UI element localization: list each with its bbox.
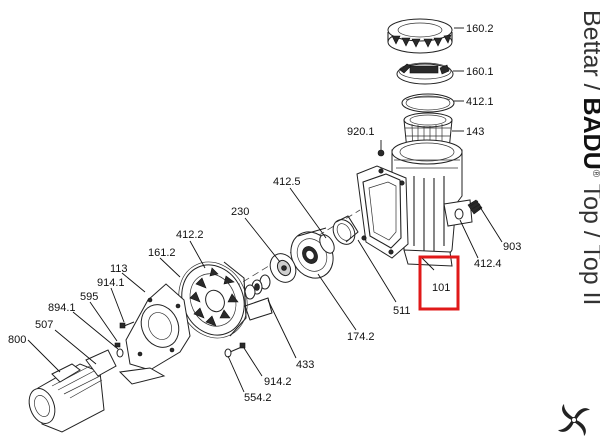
part-914-1-screw bbox=[119, 321, 135, 329]
label-161-2: 161.2 bbox=[148, 247, 176, 259]
part-800-motor bbox=[28, 349, 117, 433]
part-113-motor-bracket bbox=[118, 283, 191, 385]
part-412-5-o-ring bbox=[319, 234, 335, 254]
label-903: 903 bbox=[503, 241, 521, 253]
label-412-5: 412.5 bbox=[273, 176, 301, 188]
part-230-impeller bbox=[269, 253, 297, 283]
part-511-wear-ring bbox=[332, 215, 359, 245]
label-160-2: 160.2 bbox=[466, 23, 494, 35]
assembly-axis bbox=[139, 209, 361, 346]
brand-swirl-logo bbox=[558, 404, 590, 436]
label-113: 113 bbox=[110, 263, 128, 275]
part-labels: 160.2 160.1 412.1 143 920.1 412.5 230 41… bbox=[8, 23, 521, 404]
part-160-2-lid-ring bbox=[387, 18, 453, 54]
part-894-1-pad bbox=[114, 342, 121, 348]
label-914-2: 914.2 bbox=[264, 376, 292, 388]
label-595: 595 bbox=[80, 291, 98, 303]
label-511: 511 bbox=[393, 305, 411, 317]
label-160-1: 160.1 bbox=[466, 66, 494, 78]
label-554-2: 554.2 bbox=[244, 392, 272, 404]
part-903-drain-plug bbox=[467, 199, 483, 215]
title-prefix: Bettar / bbox=[578, 10, 600, 98]
part-914-2-screw bbox=[229, 342, 246, 353]
part-920-1-nut bbox=[377, 149, 385, 157]
leader-lines bbox=[27, 27, 503, 393]
part-412-1-o-ring bbox=[401, 93, 455, 113]
highlight-box-101 bbox=[418, 255, 460, 311]
part-161-2-seal-plate bbox=[181, 261, 247, 337]
label-433: 433 bbox=[296, 359, 314, 371]
label-412-1: 412.1 bbox=[466, 96, 494, 108]
part-433-mechanical-seal bbox=[244, 274, 273, 321]
product-title: Bettar / BADU® Top / Top II bbox=[578, 10, 600, 305]
label-412-2: 412.2 bbox=[176, 229, 204, 241]
label-174-2: 174.2 bbox=[347, 331, 375, 343]
label-800: 800 bbox=[8, 334, 26, 346]
label-143: 143 bbox=[466, 126, 484, 138]
label-412-4: 412.4 bbox=[474, 258, 502, 270]
part-595-foot bbox=[116, 348, 124, 358]
title-registered-mark: ® bbox=[590, 170, 600, 178]
label-894-1: 894.1 bbox=[48, 302, 76, 314]
part-101-pump-housing bbox=[356, 139, 473, 267]
title-brand: BADU bbox=[578, 98, 600, 170]
part-412-4-o-ring bbox=[454, 208, 464, 220]
label-507: 507 bbox=[35, 319, 53, 331]
label-230: 230 bbox=[231, 206, 249, 218]
part-554-2-washer bbox=[224, 348, 232, 358]
part-160-1-lid bbox=[396, 62, 454, 85]
label-101: 101 bbox=[432, 282, 450, 294]
title-suffix: Top / Top II bbox=[578, 177, 600, 305]
label-914-1: 914.1 bbox=[97, 277, 125, 289]
label-920-1: 920.1 bbox=[347, 126, 375, 138]
